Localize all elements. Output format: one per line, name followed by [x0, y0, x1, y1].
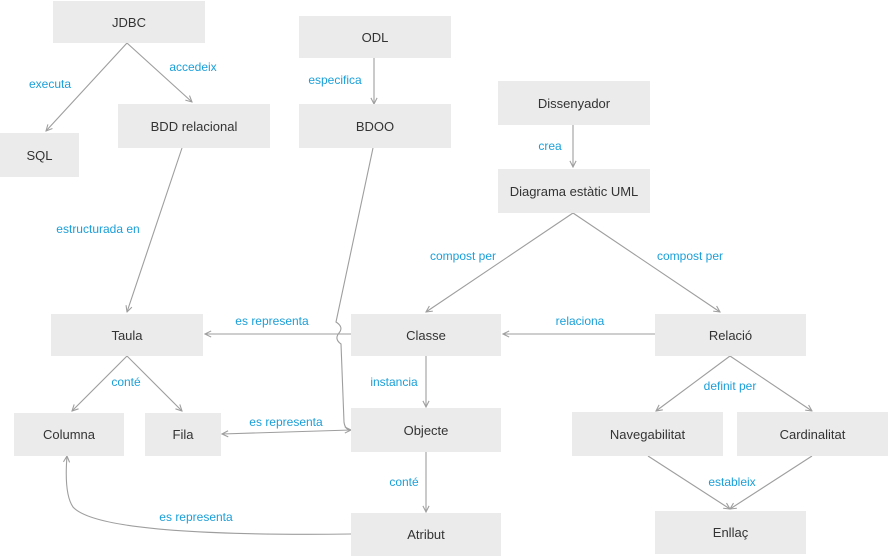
edge-label-conte-objecte: conté [389, 475, 419, 489]
edge-taula-columna [72, 355, 128, 411]
edge-label-estableix: estableix [708, 475, 756, 489]
edge-jdbc-bdd [126, 42, 192, 102]
edge-label-es-representa-taula: es representa [235, 314, 309, 328]
edge-label-estructurada-en: estructurada en [56, 222, 140, 236]
edge-label-es-representa-columna: es representa [159, 510, 233, 524]
node-atribut: Atribut [351, 513, 501, 556]
edge-label-relaciona: relaciona [555, 314, 605, 328]
edge-atribut-columna [66, 456, 352, 535]
node-navegabilitat: Navegabilitat [572, 412, 723, 456]
edge-label-definit-per: definit per [703, 379, 757, 393]
node-taula: Taula [51, 314, 203, 356]
node-dissenyador: Dissenyador [498, 81, 650, 125]
edge-bdoo-objecte [335, 147, 374, 430]
node-jdbc: JDBC [53, 1, 205, 43]
edge-jdbc-sql [46, 42, 128, 131]
node-relacio: Relació [655, 314, 806, 356]
edge-taula-fila [126, 355, 182, 411]
node-sql: SQL [0, 133, 79, 177]
node-odl: ODL [299, 16, 451, 58]
edge-navegabilitat-enllac [647, 455, 730, 509]
edge-relacio-navegabilitat [656, 355, 731, 411]
node-fila: Fila [145, 413, 221, 456]
edge-diagrama-classe [426, 212, 574, 312]
edge-cardinalitat-enllac [730, 455, 813, 509]
node-enllac: Enllaç [655, 511, 806, 554]
node-classe: Classe [351, 314, 501, 356]
edge-bdd-taula [127, 147, 183, 312]
edge-label-compost-per-left: compost per [429, 249, 497, 263]
node-bdoo: BDOO [299, 104, 451, 148]
edge-label-compost-per-right: compost per [656, 249, 724, 263]
node-cardinalitat: Cardinalitat [737, 412, 888, 456]
edge-label-crea: crea [538, 139, 562, 153]
edge-label-accedeix: accedeix [169, 60, 217, 74]
edge-diagrama-relacio [572, 212, 720, 312]
edge-label-especifica: especifica [308, 73, 362, 87]
edge-label-es-representa-fila: es representa [249, 415, 323, 429]
node-columna: Columna [14, 413, 124, 456]
node-objecte: Objecte [351, 408, 501, 452]
node-bdd-relacional: BDD relacional [118, 104, 270, 148]
edge-label-executa: executa [28, 77, 72, 91]
edge-label-conte-taula: conté [111, 375, 141, 389]
node-diagrama-estatic-uml: Diagrama estàtic UML [498, 169, 650, 213]
edge-objecte-fila [222, 429, 352, 434]
edge-relacio-cardinalitat [729, 355, 812, 411]
edge-label-instancia: instancia [370, 375, 418, 389]
